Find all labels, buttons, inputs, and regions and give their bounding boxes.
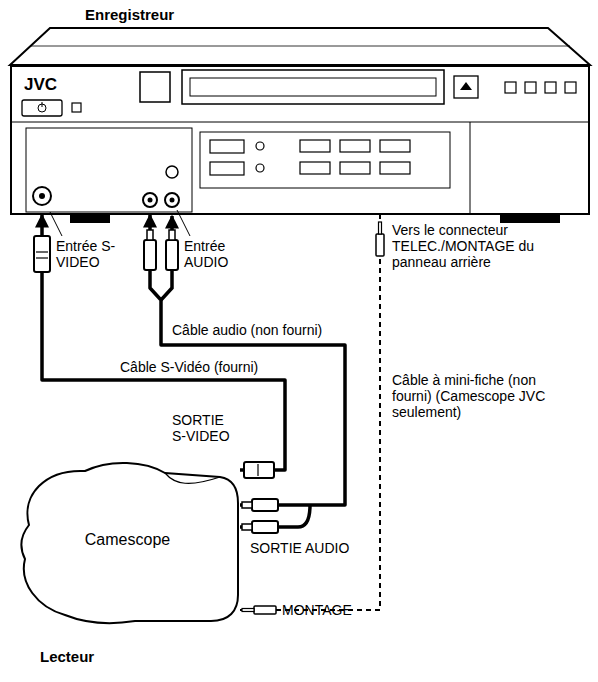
input-panel	[26, 128, 192, 212]
output-name: SORTIE S-VIDEO	[172, 412, 238, 444]
audio-plug	[169, 230, 175, 240]
audio-plug	[166, 240, 178, 270]
panel-button	[140, 72, 170, 102]
panel-button	[380, 140, 410, 152]
cable	[42, 215, 285, 470]
brand-logo: JVC	[24, 75, 57, 95]
audio-plug	[242, 502, 252, 508]
indicator	[72, 103, 81, 112]
recorder-foot	[500, 215, 560, 223]
cable-label: Câble à mini-fiche (non fourni) (Camesco…	[392, 372, 568, 420]
eject-button	[454, 76, 478, 98]
cable-label: Câble audio (non fourni)	[172, 322, 340, 338]
panel-button	[300, 140, 330, 152]
cassette-slot	[182, 70, 444, 104]
device-name: Camescope	[85, 531, 170, 549]
audio-plug	[252, 521, 278, 533]
s-video-jack	[39, 193, 45, 199]
mini-plug-tip	[379, 222, 382, 234]
leader-line	[50, 212, 62, 236]
connector-note: Vers le connecteur TELEC./MONTAGE du pan…	[392, 222, 582, 270]
s-video-plug	[36, 251, 48, 252]
output-name: SORTIE AUDIO	[250, 540, 380, 556]
audio-plug	[147, 230, 153, 240]
power-symbol	[42, 102, 43, 107]
panel-button	[565, 82, 576, 93]
cable	[240, 215, 380, 610]
panel-knob	[256, 164, 264, 172]
panel-button	[525, 82, 536, 93]
recorder-front: JVC	[10, 65, 590, 215]
panel-button	[340, 140, 370, 152]
recorder-top-line	[30, 46, 570, 47]
input-name: Entrée S-VIDEO	[56, 238, 136, 270]
recorder-top	[10, 28, 590, 65]
panel-knob	[256, 142, 264, 150]
cable-label: Câble S-Vidéo (fourni)	[120, 359, 282, 375]
panel-button	[340, 162, 370, 174]
audio-jack	[148, 198, 153, 203]
panel-button	[210, 162, 244, 175]
panel-button	[505, 82, 516, 93]
audio-jack	[170, 198, 175, 203]
audio-plug	[252, 499, 278, 511]
audio-plug	[144, 240, 156, 270]
s-video-plug	[36, 257, 48, 258]
input-name: Entrée AUDIO	[184, 238, 264, 270]
panel-button	[300, 162, 330, 174]
video-jack	[166, 166, 178, 178]
s-video-plug	[34, 236, 50, 272]
audio-plug	[242, 524, 252, 530]
camcorder-detail	[165, 473, 220, 483]
device-title: Lecteur	[40, 648, 240, 665]
display-panel	[200, 132, 450, 188]
panel-divider	[470, 122, 471, 215]
power-button	[22, 100, 62, 116]
panel-divider	[10, 122, 590, 123]
recorder-foot	[70, 215, 110, 223]
panel-button	[210, 140, 244, 153]
eject-symbol	[460, 82, 472, 90]
panel-button	[545, 82, 556, 93]
camcorder-body: Camescope	[15, 455, 240, 625]
panel-button	[380, 162, 410, 174]
camcorder-outline	[22, 463, 238, 623]
audio-jack	[143, 193, 157, 207]
cassette-door	[190, 78, 436, 96]
output-name: MONTAGE	[282, 602, 372, 618]
s-video-plug	[257, 464, 258, 476]
mini-plug-tip	[242, 609, 254, 612]
mini-plug	[254, 606, 276, 614]
device-title: Enregistreur	[85, 6, 285, 23]
audio-jack	[165, 193, 179, 207]
mini-plug	[376, 234, 384, 256]
s-video-jack	[33, 187, 51, 205]
s-video-plug	[244, 462, 274, 478]
